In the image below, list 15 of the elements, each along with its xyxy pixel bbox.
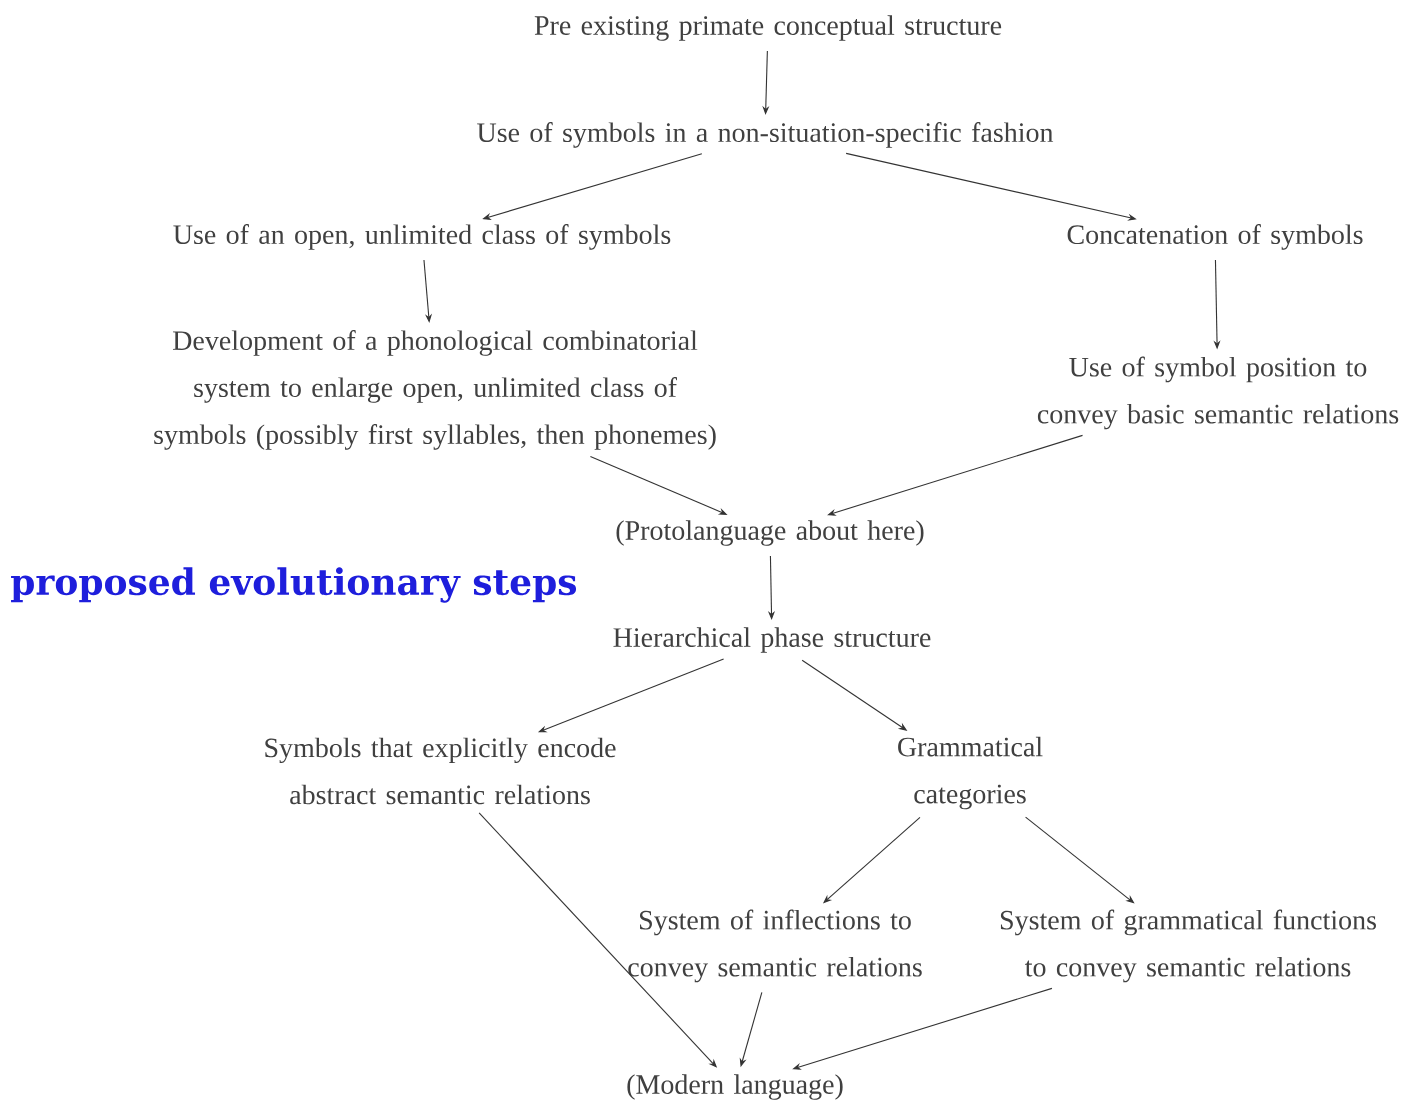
node-text: Use of an open, unlimited class of symbols: [173, 224, 671, 250]
node-text: System of grammatical functions to convey semantic relations: [1000, 909, 1376, 983]
node-text: Symbols that explicitly encode abstract semantic relations: [265, 737, 616, 805]
node-text: Use of symbol position to convey basic semantic relations: [1037, 356, 1399, 430]
node-text: Use of symbols in a non-situation-specific fashion: [477, 122, 1054, 148]
node-text: (Protolanguage about here): [616, 520, 924, 546]
node-text: System of inflections to convey semantic relations: [628, 909, 922, 983]
arrow: [827, 434, 1084, 516]
node-text: Grammatical categories: [898, 736, 1043, 810]
node-text: Development of a phonological combinatorial system to enlarge open, unlimited class of symbols (possibly first syllables, then phonemes): [154, 330, 716, 450]
caption-label: proposed evolutionary steps: [11, 567, 577, 603]
node-text: Concatenation of symbols: [1067, 224, 1363, 250]
node-text: (Modern language): [627, 1074, 843, 1100]
node-text: Pre existing primate conceptual structure: [534, 15, 1002, 41]
node-text: Hierarchical phase structure: [613, 627, 931, 653]
